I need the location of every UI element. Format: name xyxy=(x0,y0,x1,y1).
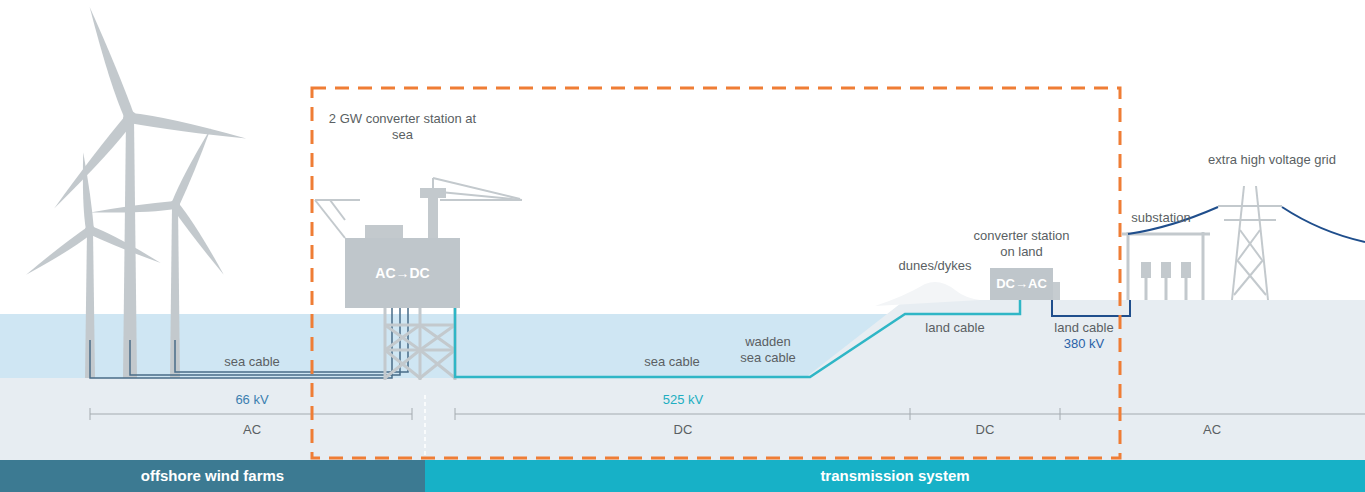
wind-turbines xyxy=(24,5,247,378)
seabed xyxy=(0,378,1365,460)
band-label: offshore wind farms xyxy=(141,467,284,485)
cable-label: sea cable xyxy=(224,354,280,370)
hvdc-cable xyxy=(455,300,1020,377)
grid-label: extra high voltage grid xyxy=(1208,152,1336,168)
cable-label: sea cable xyxy=(644,354,700,370)
transmission-pylon xyxy=(1218,186,1282,300)
band-label: transmission system xyxy=(820,467,969,485)
dune xyxy=(875,282,980,306)
boundary-divider xyxy=(424,395,426,458)
offshore-wind-farms-band: offshore wind farms xyxy=(0,460,425,492)
voltage-label: 525 kV xyxy=(663,392,703,408)
substation-label: substation xyxy=(1131,210,1190,226)
substation-frame xyxy=(1122,232,1210,300)
voltage-label: 66 kV xyxy=(235,392,268,408)
conversion-label: DC→AC xyxy=(996,276,1047,292)
substation-insulators xyxy=(1141,262,1191,278)
cable-label: land cable xyxy=(1054,320,1113,336)
transmission-system-band: transmission system xyxy=(425,460,1365,492)
current-type-label: AC xyxy=(243,422,261,438)
current-type-label: DC xyxy=(976,422,995,438)
land-cable-380kv xyxy=(1052,300,1130,316)
platform-crane xyxy=(315,178,522,238)
transmission-scope-bracket xyxy=(312,88,1120,458)
platform-topside-details xyxy=(365,188,446,240)
land-converter-station: converter station on landDC→AC xyxy=(990,268,1053,300)
offshore-converter-platform: 2 GW converter station at seaAC→DC xyxy=(345,238,460,308)
platform-jacket xyxy=(385,305,455,380)
cable-label: wadden sea cable xyxy=(735,334,801,365)
terrain-label: dunes/dykes xyxy=(899,258,972,274)
voltage-label: 380 kV xyxy=(1064,336,1104,352)
station-heading: 2 GW converter station at sea xyxy=(323,111,483,144)
current-type-label: DC xyxy=(674,422,693,438)
overhead-lines xyxy=(1128,207,1365,242)
land xyxy=(805,300,1365,378)
conversion-label: AC→DC xyxy=(375,265,429,282)
array-cables xyxy=(90,300,408,378)
station-heading: converter station on land xyxy=(967,228,1077,261)
cable-label: land cable xyxy=(925,320,984,336)
current-type-label: AC xyxy=(1203,422,1221,438)
dimension-lines xyxy=(90,408,1365,420)
